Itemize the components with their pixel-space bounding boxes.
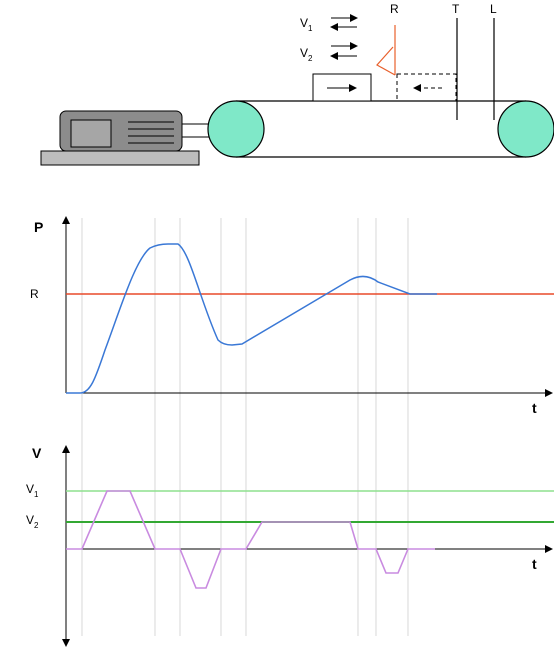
motor-base bbox=[40, 150, 200, 166]
motor-assembly bbox=[40, 110, 236, 166]
sensor-r-label: R bbox=[390, 2, 399, 16]
right-pulley bbox=[497, 100, 554, 158]
time-gridlines bbox=[81, 218, 409, 636]
sensor-r bbox=[376, 25, 396, 76]
left-pulley bbox=[207, 100, 265, 158]
position-y-label: P bbox=[34, 219, 43, 235]
speed-legend-v2: V2 bbox=[300, 42, 358, 63]
package-box bbox=[312, 73, 372, 102]
v1-level-label: V1 bbox=[26, 482, 39, 499]
conveyor-belt bbox=[207, 100, 554, 158]
package-target-dashed bbox=[396, 73, 457, 102]
velocity-x-label: t bbox=[532, 556, 537, 572]
speed-legend-v1: V1 bbox=[300, 14, 358, 33]
marker-t-label: T bbox=[452, 2, 460, 16]
v2-level-label: V2 bbox=[26, 513, 39, 530]
reference-label-r: R bbox=[30, 287, 39, 301]
motor-terminal-box bbox=[70, 119, 112, 148]
velocity-curve bbox=[66, 490, 435, 589]
svg-text:V1: V1 bbox=[300, 16, 313, 33]
position-curve bbox=[66, 243, 437, 394]
velocity-y-label: V bbox=[32, 445, 42, 461]
position-x-label: t bbox=[532, 400, 537, 416]
motor-cooling-fins bbox=[128, 121, 174, 144]
marker-l-label: L bbox=[490, 2, 497, 16]
velocity-plot: V t V1 V2 bbox=[26, 445, 554, 647]
svg-text:V2: V2 bbox=[300, 46, 313, 63]
position-plot: P t R bbox=[30, 216, 554, 416]
